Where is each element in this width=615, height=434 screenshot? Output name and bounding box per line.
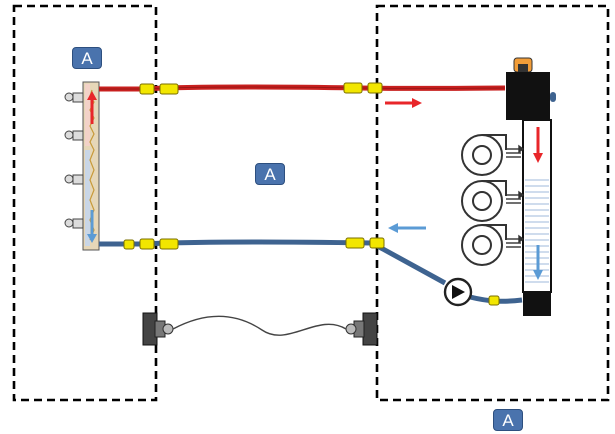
pipe-fittings [123,82,500,306]
fan-unit-icon [461,134,525,266]
left-zone-boundary [12,4,158,402]
hot-flow-arrow [385,98,422,108]
buffer-tank-icon [506,57,556,316]
right-zone-boundary [375,4,610,402]
zone-badge-center: A [255,163,285,185]
manifold-icon [64,81,100,251]
temperature-sensor-icon [142,312,378,346]
zone-badge-left: A [72,47,102,69]
zone-badge-right: A [493,409,523,431]
cold-flow-arrow [388,223,426,233]
circulation-pump-icon [443,277,473,307]
